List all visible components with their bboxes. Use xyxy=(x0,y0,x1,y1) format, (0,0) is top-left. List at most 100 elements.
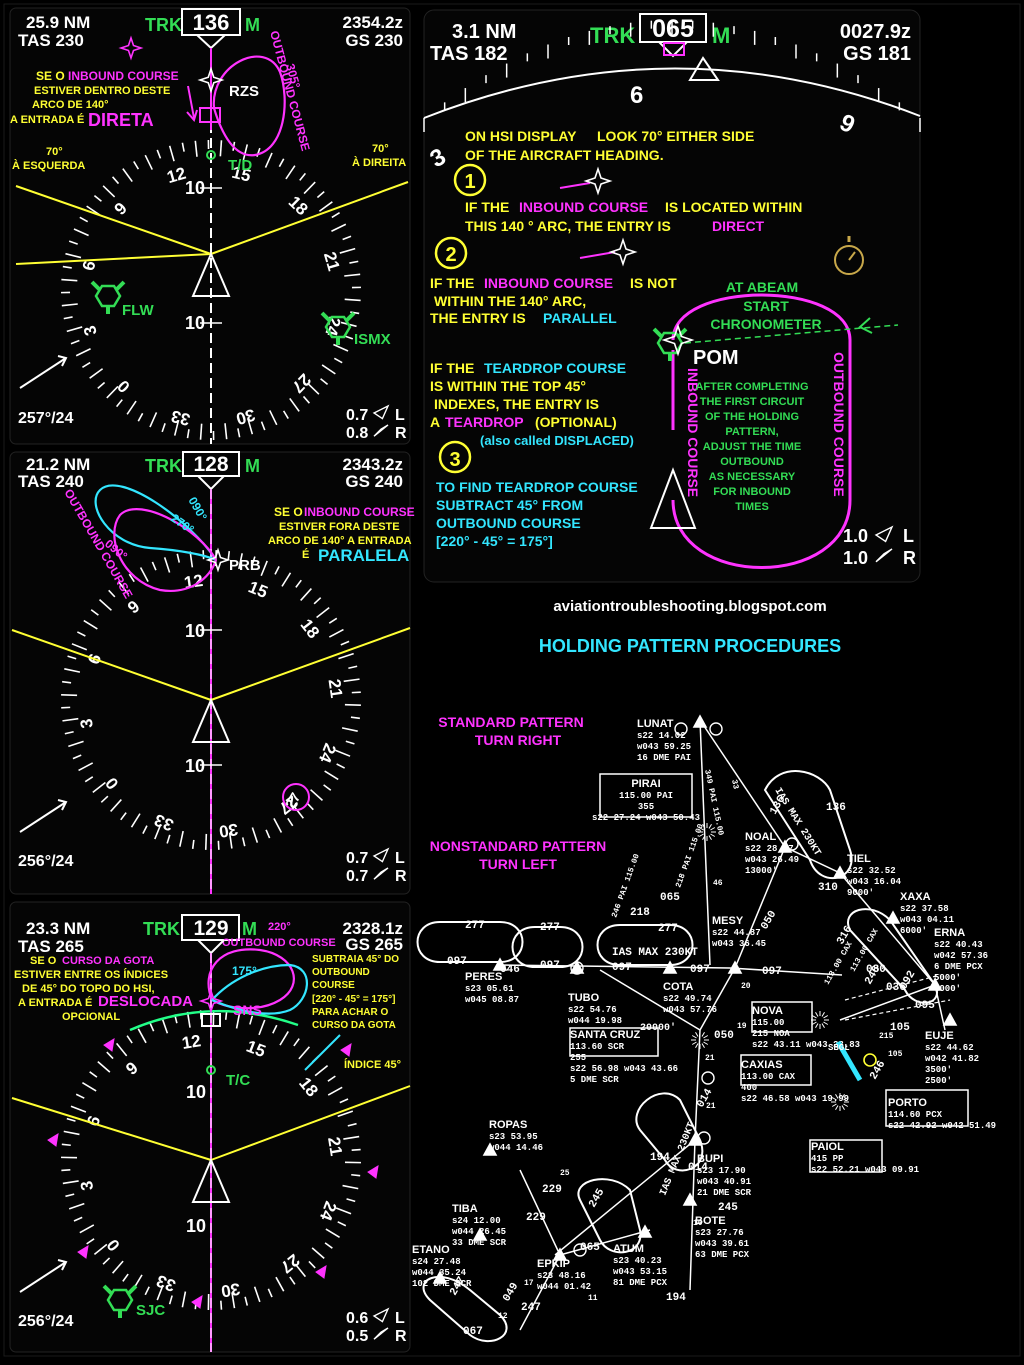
vor-distance: 0.7 xyxy=(346,868,368,885)
note-text: SUBTRAIA 45° DO xyxy=(312,954,399,965)
compass-tick xyxy=(61,1170,70,1171)
map-fix-data: EUJE xyxy=(925,1030,954,1042)
instruction-text: IF THE xyxy=(430,275,474,291)
instruction-text: INBOUND COURSE xyxy=(519,199,648,215)
tas-readout: TAS 182 xyxy=(430,43,507,65)
fix-label: FLW xyxy=(122,302,154,319)
note-text: SE O xyxy=(30,955,57,967)
map-fix-data: 115.00 xyxy=(752,1018,784,1028)
map-fix-data: s22 44.62 xyxy=(925,1043,974,1053)
map-fix-data: PAIOL xyxy=(811,1141,844,1153)
track-label: TRK xyxy=(590,23,635,48)
instruction-text: IS LOCATED WITHIN xyxy=(665,199,802,215)
course-number: 050 xyxy=(714,1030,734,1042)
compass-label: 6 xyxy=(630,82,643,109)
map-fix-data: XAXA xyxy=(900,891,931,903)
compass-label: 21 xyxy=(324,1136,346,1158)
course-number: 277 xyxy=(540,922,560,934)
tas-readout: TAS 265 xyxy=(18,937,84,956)
compass-tick xyxy=(351,717,360,718)
note-text: [220° - 45° = 175°] xyxy=(312,994,395,1005)
procedure-note: AS NECESSARY xyxy=(709,471,796,483)
vor-side: L xyxy=(395,407,405,424)
map-fix-data: NOAL xyxy=(745,831,776,843)
wind-readout: 256°/24 xyxy=(18,853,73,870)
course-number: 097 xyxy=(612,962,632,974)
vor-distance: 0.8 xyxy=(346,425,368,442)
time-readout: 0027.9z xyxy=(840,21,911,43)
course-number: 097 xyxy=(540,960,560,972)
note-text: A ENTRADA É xyxy=(10,113,84,126)
map-fix-data: s23 27.76 xyxy=(695,1228,744,1238)
note-text: COURSE xyxy=(312,980,355,991)
chronometer-note: START xyxy=(743,298,789,314)
range-mark: 10 xyxy=(186,1216,206,1236)
map-fix-data: PERES xyxy=(465,971,502,983)
instruction-text: TO FIND TEARDROP COURSE xyxy=(436,479,638,495)
map-fix-data: 81 DME PCX xyxy=(613,1278,668,1288)
vor-distance: 0.6 xyxy=(346,1310,368,1327)
map-fix-data: w042 41.82 xyxy=(925,1054,979,1064)
map-fix-data: COTA xyxy=(663,981,693,993)
map-fix-data: 115.00 PAI xyxy=(619,791,673,801)
magnetic-label: M xyxy=(242,919,257,939)
outbound-course-label: OUTBOUND COURSE xyxy=(831,352,847,497)
fix-label: SJC xyxy=(136,1302,165,1319)
course-number: 095 xyxy=(915,1000,935,1012)
instruction-text: OF THE AIRCRAFT HEADING. xyxy=(465,147,664,163)
course-number: 229 xyxy=(526,1212,546,1224)
instruction-text: IF THE xyxy=(465,199,509,215)
vor-side: R xyxy=(395,868,407,885)
vor-side: R xyxy=(395,1328,407,1345)
step-number: 3 xyxy=(449,449,460,471)
map-fix-data: PIRAI xyxy=(631,778,660,790)
instruction-text: (OPTIONAL) xyxy=(535,414,617,430)
course-number: 229 xyxy=(542,1184,562,1196)
note-text: 70° xyxy=(372,143,389,155)
course-number: 097 xyxy=(447,956,467,968)
map-fix-data: NOVA xyxy=(752,1005,783,1017)
radial-label: 215 xyxy=(879,1032,894,1041)
compass-tick xyxy=(201,424,202,440)
map-fix-data: w043 16.04 xyxy=(847,877,902,887)
note-text: ESTIVER DENTRO DESTE xyxy=(34,85,170,97)
note-text: CURSO DA GOTA xyxy=(62,955,154,967)
legend-text: TURN LEFT xyxy=(479,856,557,872)
compass-tick xyxy=(345,299,361,300)
map-fix-data: TIEL xyxy=(847,853,871,865)
map-fix-data: w043 59.25 xyxy=(637,742,691,752)
procedure-note: OUTBOUND xyxy=(720,456,784,468)
note-text: À DIREITA xyxy=(352,156,406,169)
heading-value: 065 xyxy=(652,15,694,43)
map-fix-data: s22 14.02 xyxy=(637,731,686,741)
radial-label: 10 xyxy=(693,1219,703,1228)
instruction-text: WITHIN THE 140° ARC, xyxy=(434,293,586,309)
instruction-text: ON HSI DISPLAY xyxy=(465,128,577,144)
map-fix-data: LUNAT xyxy=(637,718,674,730)
map-fix-data: w044 26.45 xyxy=(452,1227,506,1237)
course-number: 097 xyxy=(762,966,782,978)
procedure-note: OF THE HOLDING xyxy=(705,411,799,423)
map-fix-data: s24 27.48 xyxy=(412,1257,461,1267)
map-fix-data: w043 57.76 xyxy=(663,1005,717,1015)
step-number: 1 xyxy=(464,171,475,193)
note-text: SE O xyxy=(36,69,65,83)
heading-value: 128 xyxy=(193,453,228,476)
angle-label: 220° xyxy=(268,921,291,933)
course-number: 194 xyxy=(666,1292,686,1304)
map-fix-data: w043 36.45 xyxy=(712,939,766,949)
procedure-note: PATTERN, xyxy=(725,426,778,438)
distance-readout: 25.9 NM xyxy=(26,13,90,32)
map-fix-data: w044 01.42 xyxy=(537,1282,591,1292)
track-label: TRK xyxy=(143,919,180,939)
map-fix-data: 63 DME PCX xyxy=(695,1250,750,1260)
legend-text: NONSTANDARD PATTERN xyxy=(430,838,607,854)
map-fix-data: 113.00 CAX xyxy=(741,1072,796,1082)
fix-label: POM xyxy=(693,347,739,369)
course-number: 014 xyxy=(688,1162,708,1174)
gs-readout: GS 181 xyxy=(843,43,911,65)
map-fix-data: s24 12.00 xyxy=(452,1216,501,1226)
range-mark: 10 xyxy=(186,1082,206,1102)
map-fix-data: 5 DME SCR xyxy=(570,1075,619,1085)
angle-label: 175° xyxy=(232,964,257,978)
